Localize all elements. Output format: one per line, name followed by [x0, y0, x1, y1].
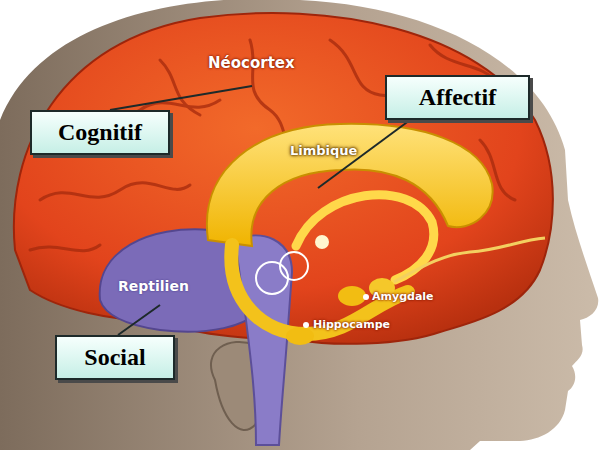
fornix-arc: [231, 245, 408, 334]
region-label: Néocortex: [208, 55, 295, 72]
callout-box: Affectif: [385, 75, 530, 120]
leader-line: [110, 86, 252, 110]
callout-box: Cognitif: [30, 110, 170, 155]
olfactory-tract: [394, 238, 545, 282]
label-marker: [363, 294, 369, 300]
label-marker: [303, 322, 309, 328]
hippocampus-blob: [286, 327, 314, 345]
callout-text: Social: [84, 344, 145, 370]
cortex-folds: [30, 40, 515, 251]
thalamus-dot: [315, 235, 329, 249]
limbic-shape: [207, 124, 493, 246]
callout-text: Cognitif: [58, 119, 142, 145]
region-label: Reptilien: [118, 279, 189, 294]
callout-box: Social: [55, 335, 175, 380]
highlight-ring: [256, 262, 288, 294]
region-label: Amygdale: [372, 291, 434, 303]
brainstem-shape: [235, 235, 292, 445]
amygdala-blob: [338, 286, 366, 306]
fornix-inner-arc: [296, 195, 434, 280]
callout-text: Affectif: [419, 84, 496, 110]
region-label: Limbique: [290, 144, 357, 158]
leader-line: [118, 305, 160, 335]
region-label: Hippocampe: [313, 319, 390, 331]
highlight-ring: [280, 252, 308, 280]
